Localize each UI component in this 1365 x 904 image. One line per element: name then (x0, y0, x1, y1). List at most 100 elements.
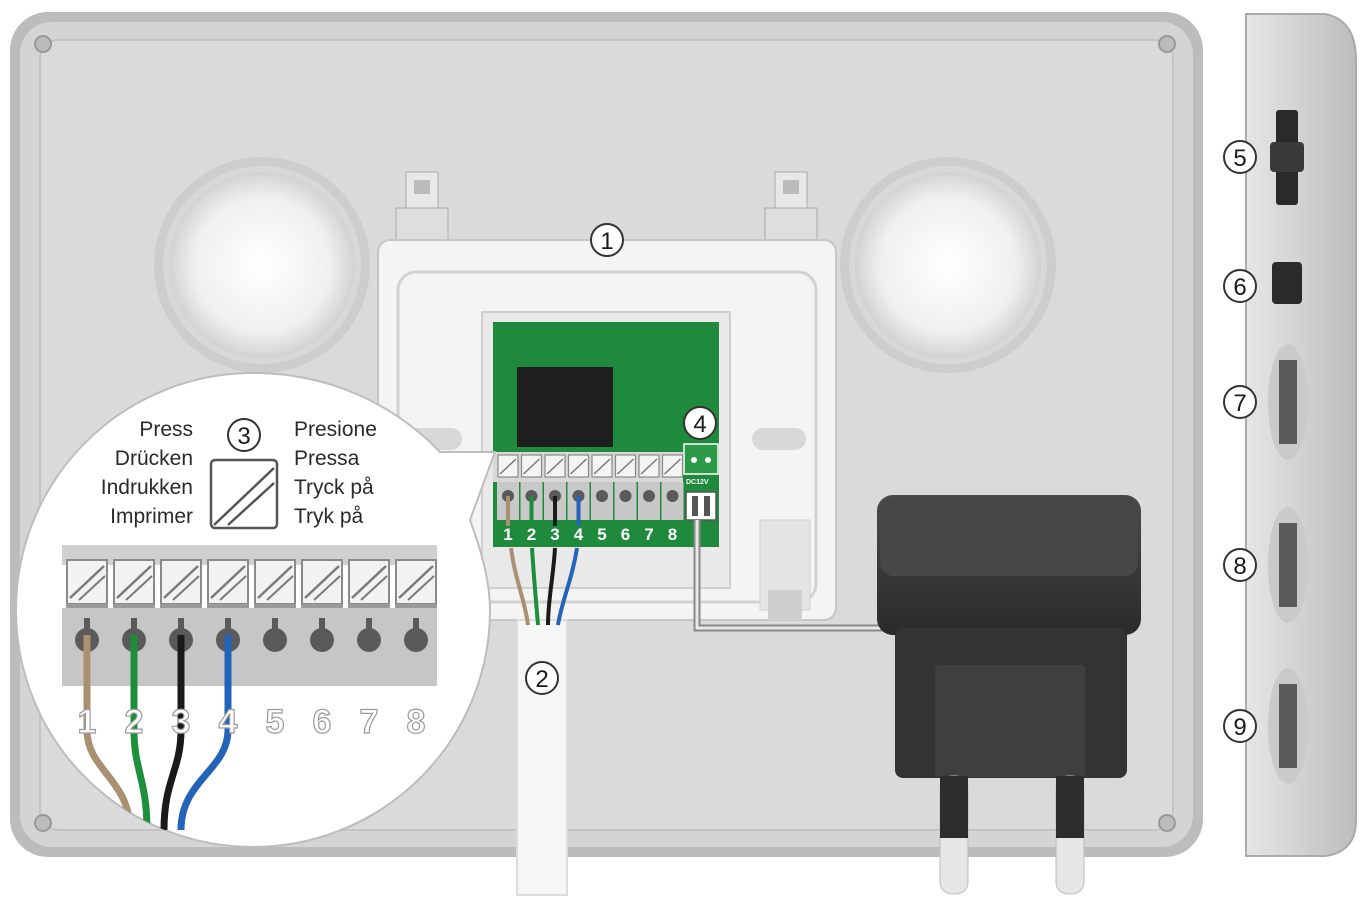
callout-number: 1 (600, 228, 613, 255)
terminal-number: 4 (219, 703, 238, 741)
terminal-lever-icon (160, 559, 202, 605)
terminal-number: 7 (360, 703, 379, 741)
terminal-lever-icon (520, 454, 543, 478)
dc-label: DC12V (686, 479, 709, 486)
dc-connector: DC12V (683, 443, 719, 521)
terminal-number: 4 (574, 525, 584, 544)
terminal-lever-icon (544, 454, 566, 478)
terminal-lever-icon (207, 559, 249, 605)
terminal-number: 3 (550, 525, 559, 544)
terminal-number: 2 (527, 525, 536, 544)
press-labels-left: Press Drücken Indrukken Imprimer (101, 418, 193, 528)
terminal-divider (66, 604, 108, 608)
callout-5: 5 (1223, 140, 1257, 174)
screw-hole-icon (34, 35, 1176, 832)
speaker-left (154, 157, 370, 373)
terminal-pin (357, 628, 381, 652)
terminal-lever-icon (301, 559, 343, 605)
bus-wire (177, 635, 232, 831)
bus-wire (529, 496, 534, 526)
callout-2: 2 (525, 661, 559, 695)
terminal-number: 2 (125, 703, 144, 741)
press-label: Presione (294, 418, 377, 441)
callout-number: 4 (693, 411, 706, 438)
press-label: Press (139, 418, 193, 441)
callout-number: 2 (535, 666, 548, 693)
callout-9: 9 (1223, 709, 1257, 743)
terminal-pin (666, 490, 679, 502)
terminal-divider (160, 604, 202, 608)
board-terminal-pins (497, 482, 684, 526)
press-label: Drücken (115, 447, 193, 470)
bus-wire (576, 496, 581, 526)
side-button (1272, 262, 1302, 304)
callout-3: 3 (227, 418, 261, 452)
press-label: Indrukken (101, 476, 193, 499)
terminal-divider (301, 604, 343, 608)
terminal-pin (413, 618, 419, 632)
callout-number: 8 (1233, 553, 1246, 580)
terminal-number: 8 (668, 525, 677, 544)
callout-number: 9 (1233, 714, 1246, 741)
terminal-pin (272, 618, 278, 632)
terminal-pin (643, 490, 655, 502)
callout-4: 4 (683, 406, 717, 440)
terminal-number: 6 (313, 703, 332, 741)
terminal-lever-icon (567, 454, 590, 478)
callout-6: 6 (1223, 269, 1257, 303)
terminal-number: 8 (407, 703, 426, 741)
terminal-divider (113, 604, 155, 608)
press-label: Pressa (294, 447, 360, 470)
terminal-lever-icon (254, 559, 296, 605)
terminal-pin (404, 628, 428, 652)
terminal-number: 5 (266, 703, 285, 741)
press-label: Tryck på (294, 476, 374, 499)
bus-wire (553, 496, 557, 526)
callout-number: 5 (1233, 145, 1246, 172)
power-cable (693, 520, 885, 632)
press-labels-right: Presione Pressa Tryck på Tryk på (294, 418, 377, 528)
board-terminal-levers (497, 454, 684, 478)
terminal-lever-icon (348, 559, 390, 605)
callout-number: 6 (1233, 274, 1246, 301)
terminal-pin (310, 628, 334, 652)
terminal-lever-icon (395, 559, 437, 605)
terminal-number: 1 (78, 703, 97, 741)
terminal-lever-icon (497, 454, 519, 478)
terminal-divider (395, 604, 437, 608)
terminal-pin (596, 490, 608, 502)
bus-wire (506, 496, 510, 526)
terminal-number: 7 (644, 525, 653, 544)
terminal-pin (619, 490, 632, 502)
terminal-lever-icon (66, 559, 108, 605)
terminal-pin (366, 618, 372, 632)
press-label: Imprimer (110, 505, 193, 528)
terminal-divider (207, 604, 249, 608)
terminal-number: 1 (503, 525, 512, 544)
terminal-number: 5 (597, 525, 606, 544)
terminal-divider (348, 604, 390, 608)
terminal-pin (319, 618, 325, 632)
press-lever-icon (209, 458, 279, 530)
bus-wire (160, 635, 185, 831)
terminal-lever-icon (614, 454, 637, 478)
callout-8: 8 (1223, 548, 1257, 582)
callout-1: 1 (590, 223, 624, 257)
terminal-lever-icon (661, 454, 684, 478)
terminal-pin (225, 618, 231, 632)
terminal-pin (84, 618, 90, 632)
side-panel (1245, 13, 1357, 857)
terminal-lever-icon (638, 454, 660, 478)
terminal-lever-icon (113, 559, 155, 605)
speaker-right (840, 157, 1056, 373)
bus-wire (130, 635, 151, 831)
terminal-number: 6 (621, 525, 630, 544)
press-label: Tryk på (294, 505, 364, 528)
terminal-lever-icon (591, 454, 613, 478)
terminal-divider (254, 604, 296, 608)
callout-number: 7 (1233, 390, 1246, 417)
